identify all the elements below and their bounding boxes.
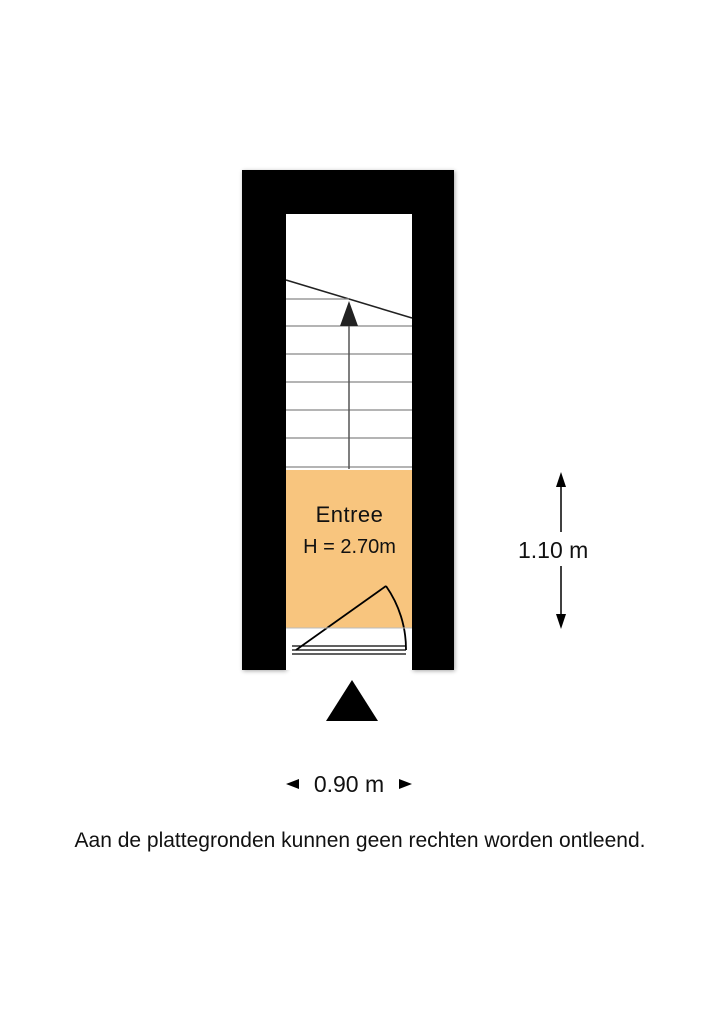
arrow-down-icon xyxy=(556,614,566,629)
door-swing-arc xyxy=(385,585,407,651)
width-dimension-label: 0.90 m xyxy=(313,771,385,797)
wall-left xyxy=(242,170,286,670)
arrow-up-icon xyxy=(556,472,566,487)
entrance-marker-icon xyxy=(326,680,378,721)
wall-right xyxy=(412,170,454,670)
room-label: Entree xyxy=(315,502,384,527)
stair-direction-arrow xyxy=(340,301,358,469)
walls xyxy=(242,170,454,670)
room-entree-fill xyxy=(286,470,412,628)
room-height-label: H = 2.70m xyxy=(303,536,396,558)
front-door xyxy=(292,585,407,655)
stair-arrow-head-icon xyxy=(340,301,358,326)
arrow-left-icon xyxy=(286,779,299,789)
arrow-right-icon xyxy=(399,779,412,789)
depth-dimension-label: 1.10 m xyxy=(518,537,589,563)
door-leaf xyxy=(295,585,387,651)
disclaimer-text: Aan de plattegronden kunnen geen rechten… xyxy=(74,829,646,852)
depth-dimension xyxy=(556,472,566,629)
